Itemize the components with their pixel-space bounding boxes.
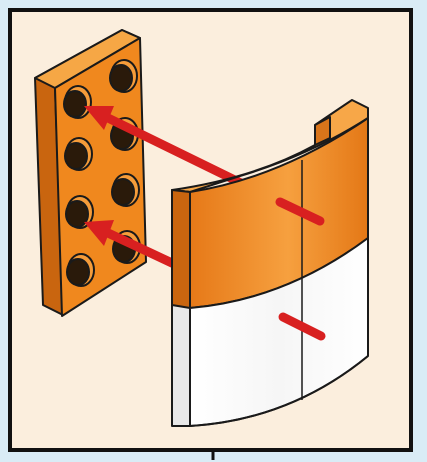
- stud-icon: [67, 254, 94, 286]
- stud-icon: [110, 60, 137, 92]
- stud-icon: [64, 86, 91, 118]
- stud-icon: [112, 174, 139, 206]
- stud-icon: [65, 138, 92, 170]
- curved-panel-icon: [172, 100, 368, 426]
